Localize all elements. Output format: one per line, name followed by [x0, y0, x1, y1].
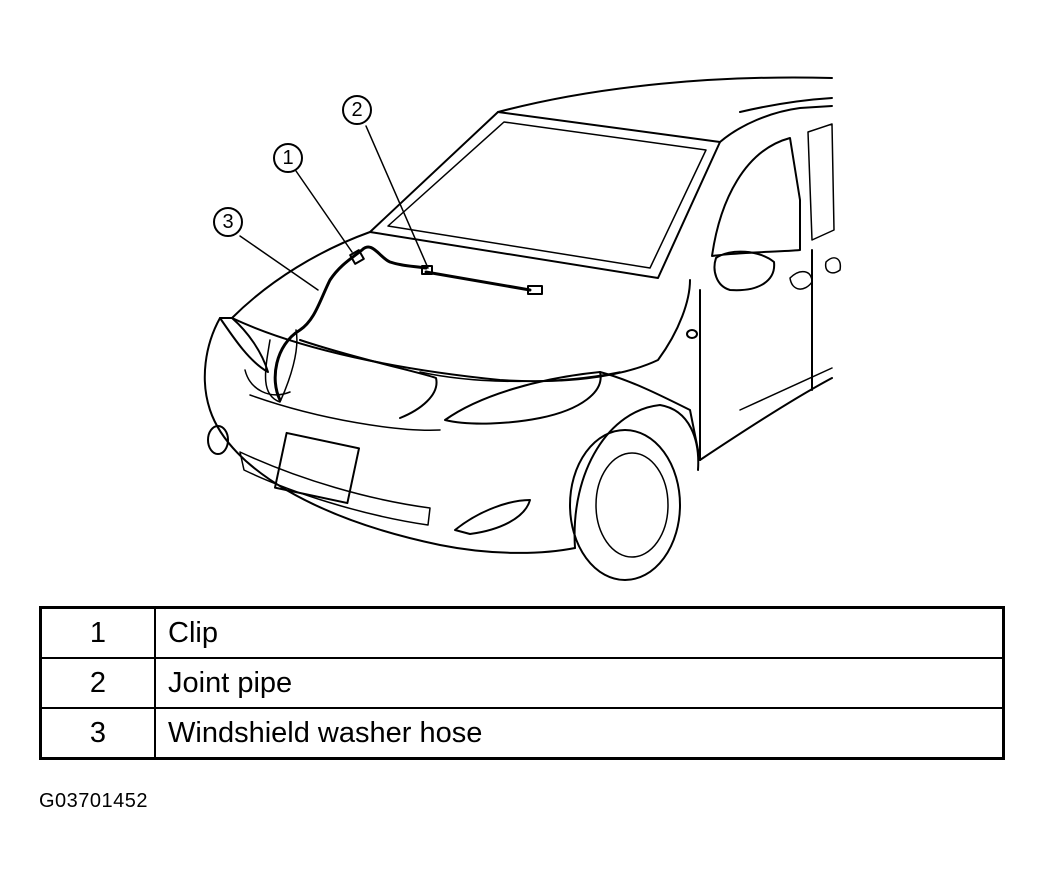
clip-part: [349, 249, 365, 265]
parts-legend-table: 1 Clip 2 Joint pipe 3 Windshield washer …: [39, 606, 1005, 760]
washer-nozzle: [527, 285, 543, 295]
hood-outline: [231, 231, 691, 383]
legend-label: Joint pipe: [154, 657, 1005, 709]
roof-outline: [497, 76, 833, 113]
windshield-frame: [369, 111, 721, 279]
roof-rear-edge: [739, 97, 833, 113]
front-bumper: [203, 317, 576, 554]
a-pillar: [719, 105, 833, 143]
callout-circle-3: [213, 207, 243, 237]
windshield-inner: [387, 121, 707, 269]
table-row: 3 Windshield washer hose: [39, 707, 1005, 760]
callout-3-leader: [239, 235, 319, 291]
rear-door-handle: [824, 257, 842, 274]
front-wheel: [595, 452, 669, 558]
engine-bay-detail: [264, 329, 298, 403]
hood-front-edge: [299, 339, 438, 419]
callout-number-1: 1: [282, 147, 293, 169]
mirror: [713, 250, 776, 292]
door-bottom: [699, 377, 833, 461]
license-plate: [273, 431, 361, 505]
side-window: [711, 137, 801, 257]
wheel-arch: [573, 404, 700, 549]
fog-lamp-right: [454, 499, 531, 535]
legend-label: Clip: [154, 606, 1005, 659]
legend-number: 2: [39, 657, 156, 709]
callout-circle-1: [273, 143, 303, 173]
rear-window: [807, 123, 835, 241]
front-tire: [569, 429, 681, 581]
washer-hose: [273, 245, 428, 402]
callout-number-3: 3: [222, 211, 233, 233]
figure-code: G03701452: [39, 790, 149, 812]
fog-lamp-left: [207, 425, 229, 455]
front-fender: [599, 371, 701, 461]
table-row: 1 Clip: [39, 606, 1005, 659]
fuel-marker: [686, 329, 698, 339]
grille-line: [249, 394, 441, 431]
callout-2-leader: [365, 125, 429, 269]
door-handle: [789, 270, 813, 290]
washer-hose-rail: [424, 270, 532, 292]
lower-intake: [239, 451, 431, 526]
door-crease: [739, 367, 833, 411]
legend-number: 1: [39, 606, 156, 659]
headlamp-left: [219, 317, 269, 373]
callout-circle-2: [342, 95, 372, 125]
callout-1-leader: [295, 170, 353, 253]
headlamp-right: [444, 371, 602, 425]
legend-label: Windshield washer hose: [154, 707, 1005, 760]
table-row: 2 Joint pipe: [39, 657, 1005, 709]
engine-bay-detail-2: [244, 369, 291, 396]
hood-crease: [419, 371, 621, 383]
callout-number-2: 2: [351, 99, 362, 121]
legend-number: 3: [39, 707, 156, 760]
vehicle-illustration: 1 2 3: [203, 76, 842, 581]
